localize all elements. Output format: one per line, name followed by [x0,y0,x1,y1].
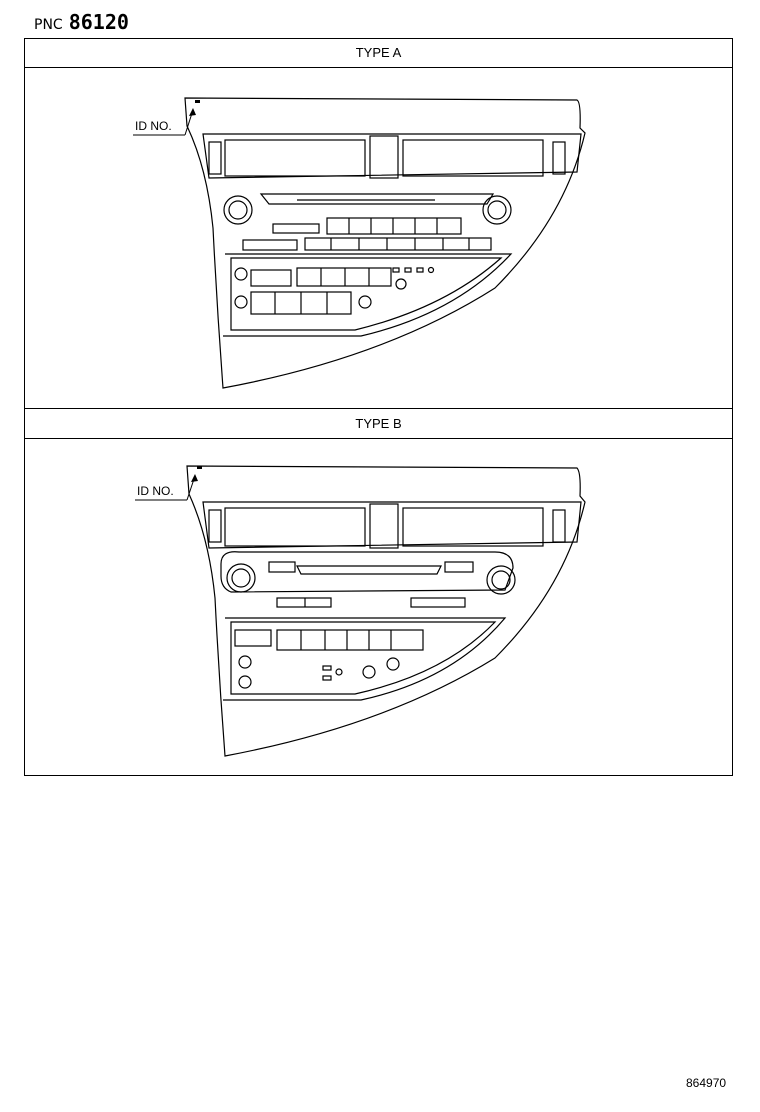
panel-drawing-type-a: ID NO. [133,97,586,389]
vent-outline [202,133,582,179]
knob-left [226,563,256,593]
audio-bezel [220,551,514,593]
section-type-b: TYPE B [25,408,732,776]
vent-center [369,503,399,549]
vent-right-slot [552,509,566,543]
id-callout-type-a: ID NO. [133,100,200,136]
knob-right [486,565,516,595]
panel-outline [184,97,586,389]
vent-right [402,139,544,177]
vent-left [224,507,366,547]
id-callout-type-b: ID NO. [135,466,202,501]
pnc-code: 86120 [68,10,129,34]
pnc-header: PNC 86120 [34,10,129,36]
panel-outline [186,465,586,757]
vent-center [369,135,399,179]
drawing-number: 864970 [686,1076,727,1090]
vent-outline [202,501,582,549]
vent-right [402,507,544,547]
panel-drawing-type-b: ID NO. [135,465,586,757]
vent-left-slot [208,509,222,543]
section-title-type-a: TYPE A [25,39,732,68]
section-title-type-b: TYPE B [25,409,732,439]
vent-left-slot [208,141,222,175]
section-type-a: TYPE A [25,39,732,408]
cd-slot [296,565,442,575]
knob-left [223,195,253,225]
id-label-type-a: ID NO. [135,119,172,133]
id-label-type-b: ID NO. [137,484,174,498]
knob-right [482,195,512,225]
climate-panel [230,257,503,331]
vent-right-slot [552,141,566,175]
cd-slot [259,193,495,205]
vent-left [224,139,366,177]
diagram-frame: TYPE A [24,38,733,776]
climate-panel [230,621,497,695]
pnc-label: PNC [34,17,63,33]
